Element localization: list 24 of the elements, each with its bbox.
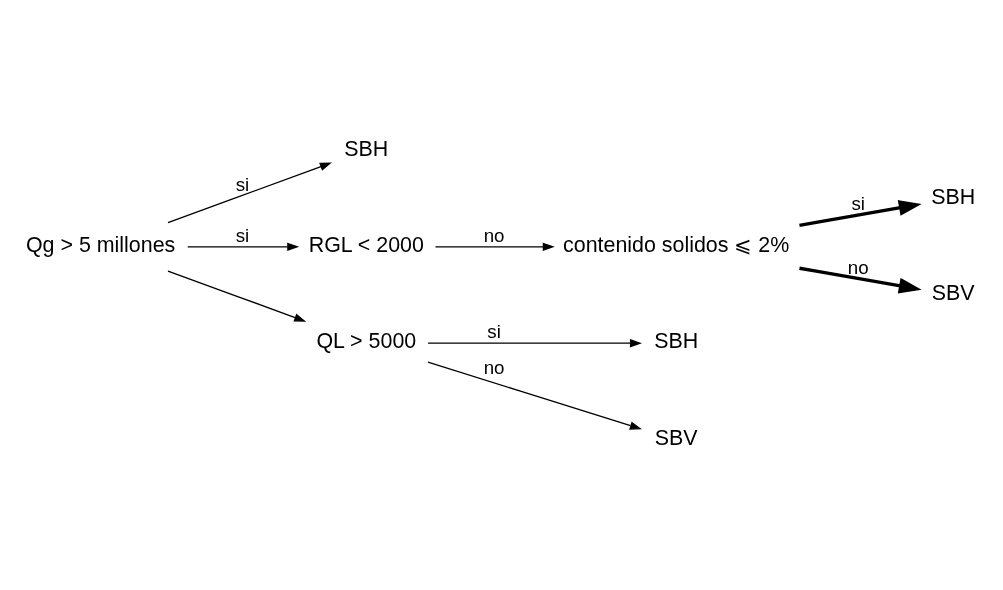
node-text: SBV	[654, 425, 698, 450]
edge-label: si	[235, 224, 250, 246]
node-text: Qg > 5 millones	[25, 232, 176, 257]
node-text: QL > 5000	[316, 329, 417, 354]
node-text: RGL < 2000	[308, 232, 424, 257]
edge-label: si	[235, 173, 250, 195]
edge-label: si	[487, 321, 501, 343]
arrow	[434, 242, 555, 252]
arrow	[799, 266, 922, 294]
arrow	[799, 200, 922, 228]
edge-label: no	[847, 256, 869, 278]
arrow	[187, 242, 300, 252]
edge-label: no	[483, 224, 505, 246]
node-text: SBH	[654, 329, 699, 354]
arrow	[167, 162, 332, 224]
edge-label: si	[851, 192, 865, 214]
arrow	[167, 270, 307, 322]
node-text: contenido solidos ⩽ 2%	[563, 232, 790, 257]
node-text: SBV	[931, 281, 975, 306]
arrow	[427, 338, 642, 348]
edge-label: no	[483, 357, 505, 379]
node-text: SBH	[931, 184, 976, 209]
arrow	[427, 361, 642, 430]
node-text: SBH	[344, 136, 389, 161]
